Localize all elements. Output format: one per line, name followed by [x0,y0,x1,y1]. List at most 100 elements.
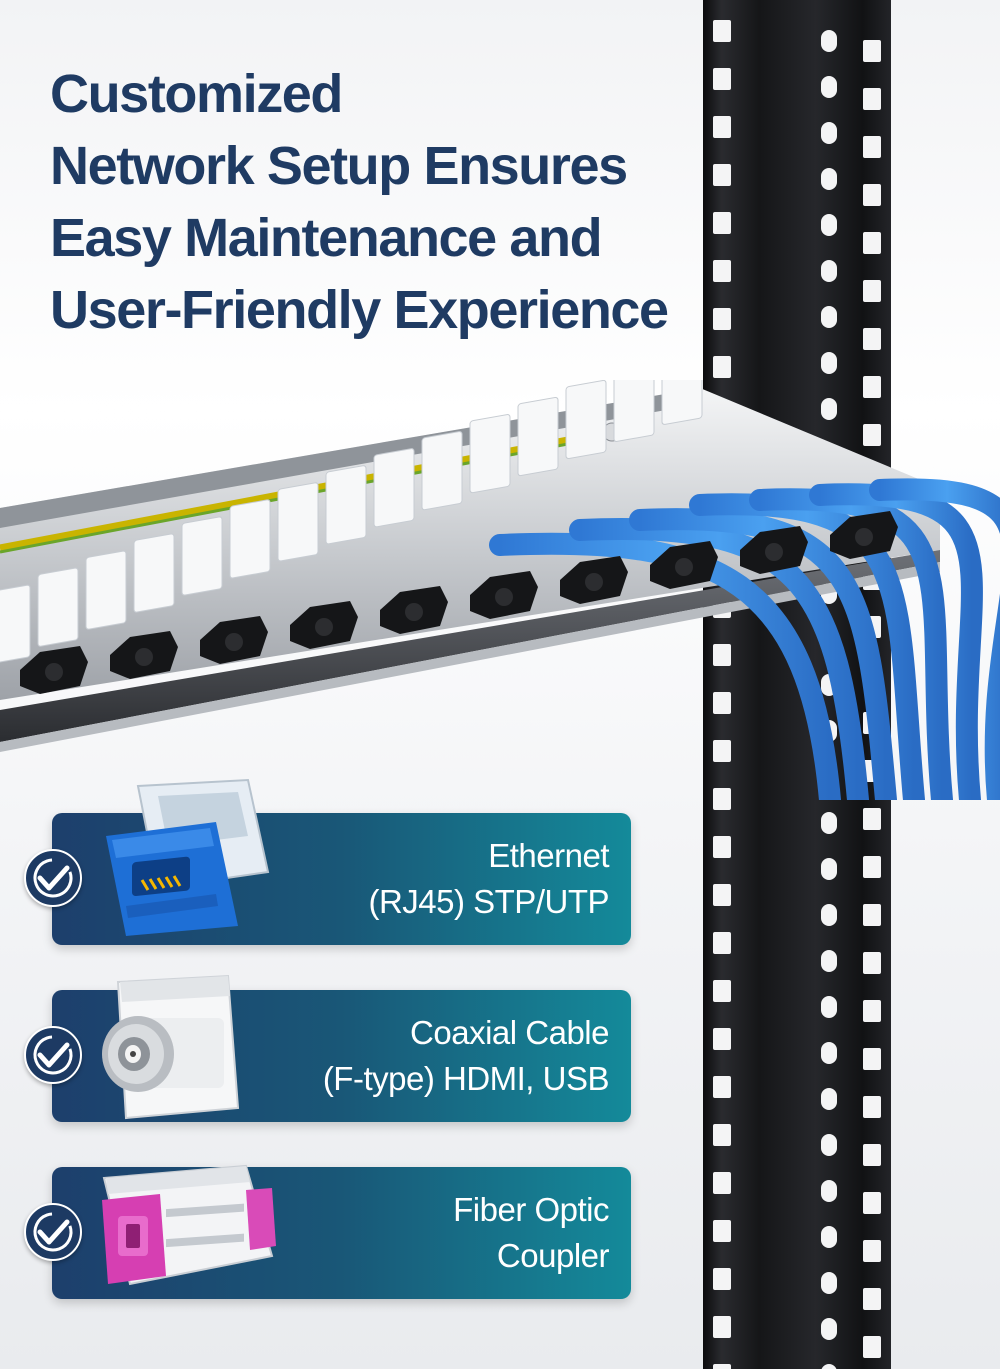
keystone-jack [373,448,415,528]
feature-label-line-1: Fiber Optic [453,1191,609,1228]
rack-hole [821,30,837,52]
keystone-jack [469,414,511,494]
rack-hole [821,76,837,98]
rack-hole [821,1318,837,1340]
rack-hole [713,1124,731,1146]
rack-hole [863,184,881,206]
cable-clip [315,618,333,636]
rack-hole [863,1000,881,1022]
rack-hole [713,836,731,858]
rack-hole [863,1096,881,1118]
feature-label: Coaxial Cable (F-type) HDMI, USB [322,1010,610,1102]
rack-hole [863,136,881,158]
rack-hole [821,858,837,880]
rack-hole [821,1042,837,1064]
feature-label-line-2: (F-type) HDMI, USB [322,1060,610,1097]
ethernet-cable [869,478,1000,800]
cable-clip [675,558,693,576]
rack-hole [713,1076,731,1098]
rack-hole [821,398,837,420]
rack-hole [821,1134,837,1156]
rack-hole [713,1268,731,1290]
feature-label: Ethernet (RJ45) STP/UTP [368,833,609,925]
rack-hole [713,1028,731,1050]
rack-hole [713,740,731,762]
cable-clip [225,633,243,651]
cable-clip [135,648,153,666]
coaxial-keystone-image [102,974,240,1120]
keystone-jack [133,533,175,613]
rack-hole [713,1364,731,1369]
rack-hole [713,932,731,954]
rack-hole [821,352,837,374]
rack-hole [863,808,881,830]
feature-label-line-1: Ethernet [488,837,609,874]
patch-panel [0,380,1000,800]
rack-hole [863,424,881,446]
rack-hole [821,122,837,144]
rack-hole [713,644,731,666]
rack-hole [713,68,731,90]
keystone-jack [181,516,223,596]
headline-line-4: User-Friendly Experience [50,280,669,340]
rack-hole [821,260,837,282]
rack-hole [863,856,881,878]
rack-hole [863,1240,881,1262]
feature-label-line-2: Coupler [496,1237,610,1274]
rack-hole [821,904,837,926]
rack-hole [863,904,881,926]
rack-hole [863,1336,881,1358]
keystone-jack [613,380,655,442]
fiber-optic-coupler-image [102,1164,276,1286]
check-circle-icon [24,1203,82,1261]
rack-hole [863,88,881,110]
keystone-jack [37,567,79,647]
rack-hole [713,20,731,42]
rack-hole [713,356,731,378]
keystone-jack [565,380,607,460]
keystone-jack [277,482,319,562]
cable-clip [855,528,873,546]
feature-label-line-1: Coaxial Cable [410,1014,609,1051]
rack-hole [821,306,837,328]
cable-clip [765,543,783,561]
rack-hole [863,1048,881,1070]
keystone-jack [421,431,463,511]
check-circle-icon [24,1026,82,1084]
rack-hole [713,260,731,282]
rack-hole [713,884,731,906]
headline-line-2: Network Setup Ensures [50,136,628,196]
headline-line-1: Customized [50,64,343,124]
rack-hole [821,812,837,834]
rack-hole [713,980,731,1002]
rack-hole [821,168,837,190]
feature-label: Fiber Optic Coupler [453,1187,609,1279]
rack-hole [821,1272,837,1294]
rack-hole [821,1088,837,1110]
rack-hole [821,996,837,1018]
rack-hole [713,116,731,138]
ethernet-cable [489,532,841,800]
patch-panel-illustration [0,380,1000,800]
rack-hole [713,212,731,234]
rack-hole [821,214,837,236]
check-circle-icon [24,849,82,907]
cable-clip [495,588,513,606]
rack-hole [713,692,731,714]
rack-hole [863,1192,881,1214]
keystone-jack [85,550,127,630]
rack-post [703,0,891,1369]
keystone-jack [229,499,271,579]
rj45-keystone-jack-image [106,778,270,936]
rack-hole [821,1226,837,1248]
feature-label-line-2: (RJ45) STP/UTP [368,883,609,920]
headline-line-3: Easy Maintenance and [50,208,603,268]
rack-hole [863,1288,881,1310]
rack-hole [821,950,837,972]
cable-clip [405,603,423,621]
rack-hole [713,1220,731,1242]
rack-hole [863,40,881,62]
rack-hole [821,1180,837,1202]
rack-hole [863,376,881,398]
keystone-jack [0,584,31,664]
